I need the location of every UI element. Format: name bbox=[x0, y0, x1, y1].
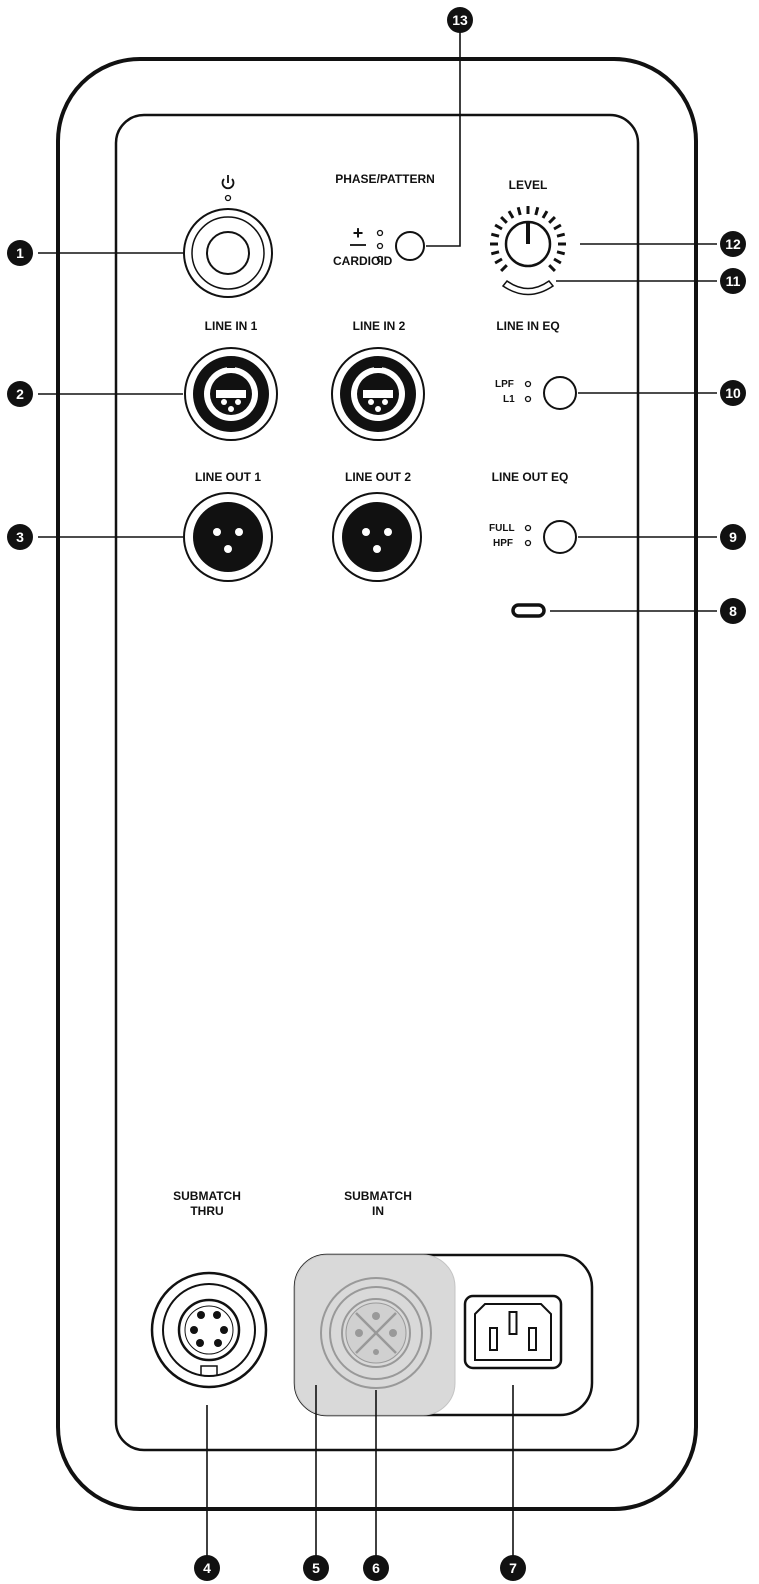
line-out-1-label: LINE OUT 1 bbox=[195, 470, 261, 484]
level-tick bbox=[556, 232, 566, 238]
line-in-1-label: LINE IN 1 bbox=[205, 319, 258, 333]
submatch-in-connector[interactable] bbox=[320, 1277, 432, 1389]
callout-badge-6: 6 bbox=[363, 1555, 389, 1581]
line-in-2-label: LINE IN 2 bbox=[353, 319, 406, 333]
callout-number: 8 bbox=[729, 603, 737, 619]
power-icon bbox=[221, 175, 235, 190]
level-tick bbox=[556, 250, 566, 256]
callout-badge-9: 9 bbox=[720, 524, 746, 550]
callout-badge-4: 4 bbox=[194, 1555, 220, 1581]
outer-housing bbox=[56, 57, 698, 1511]
submatch-thru-connector[interactable] bbox=[150, 1271, 268, 1389]
callout-badge-5: 5 bbox=[303, 1555, 329, 1581]
lpf-led bbox=[524, 380, 532, 388]
hpf-led bbox=[524, 539, 532, 547]
leader-lines bbox=[38, 32, 717, 1560]
line-in-1-combo-jack[interactable] bbox=[184, 347, 278, 441]
level-tick bbox=[553, 257, 562, 265]
level-tick bbox=[507, 210, 515, 219]
callout-number: 12 bbox=[725, 236, 741, 252]
callout-number: 11 bbox=[726, 273, 741, 289]
callout-badge-7: 7 bbox=[500, 1555, 526, 1581]
callout-badge-12: 12 bbox=[720, 231, 746, 257]
line-in-section: LINE IN 1 LINE IN 2 LINE IN EQ LPF L bbox=[184, 319, 577, 441]
level-tick bbox=[548, 216, 556, 224]
callout-badge-1: 1 bbox=[7, 240, 33, 266]
line-in-eq-label: LINE IN EQ bbox=[496, 319, 559, 333]
line-out-section: LINE OUT 1 LINE OUT 2 LINE OUT EQ FULL H… bbox=[183, 470, 577, 582]
submatch-section: SUBMATCH THRU SUBMATCH IN bbox=[150, 1189, 594, 1417]
full-led bbox=[524, 524, 532, 532]
level-tick bbox=[490, 232, 500, 238]
level-ticks bbox=[490, 206, 566, 272]
line-out-eq-button[interactable] bbox=[543, 520, 577, 554]
submatch-thru-label-line2: THRU bbox=[190, 1204, 223, 1218]
full-label: FULL bbox=[489, 523, 515, 534]
l1-led bbox=[524, 395, 532, 403]
callout-number: 3 bbox=[16, 529, 24, 545]
line-out-1-xlr-jack[interactable] bbox=[183, 492, 273, 582]
line-out-2-xlr-jack[interactable] bbox=[332, 492, 422, 582]
phase-pattern-section: PHASE/PATTERN + CARDIOID bbox=[333, 172, 435, 268]
phase-led-1 bbox=[376, 229, 384, 237]
level-tick bbox=[516, 206, 522, 216]
cardioid-label: CARDIOID bbox=[333, 254, 393, 268]
level-tick bbox=[500, 216, 508, 224]
l1-label: L1 bbox=[503, 394, 515, 405]
callout-badge-11: 11 bbox=[720, 268, 746, 294]
level-tick bbox=[548, 264, 556, 272]
callout-number: 1 bbox=[16, 245, 24, 261]
submatch-thru-label-line1: SUBMATCH bbox=[173, 1189, 241, 1203]
callout-number: 7 bbox=[509, 1560, 517, 1576]
level-tick bbox=[553, 223, 562, 231]
level-knob[interactable] bbox=[504, 220, 552, 268]
submatch-in-label-line2: IN bbox=[372, 1204, 384, 1218]
phase-pattern-label: PHASE/PATTERN bbox=[335, 172, 435, 186]
line-in-eq-button[interactable] bbox=[543, 376, 577, 410]
callout-number: 2 bbox=[16, 386, 24, 402]
level-tick bbox=[500, 264, 508, 272]
submatch-in-label-line1: SUBMATCH bbox=[344, 1189, 412, 1203]
inner-panel bbox=[114, 113, 640, 1452]
level-led-ring bbox=[501, 279, 555, 296]
callout-badges: 1 2 3 4 5 6 7 8 9 10 11 12 13 bbox=[7, 7, 746, 1581]
power-led bbox=[224, 194, 232, 202]
callout-number: 4 bbox=[203, 1560, 211, 1576]
level-tick bbox=[534, 206, 540, 216]
phase-led-2 bbox=[376, 242, 384, 250]
power-section bbox=[183, 175, 273, 298]
ac-power-inlet[interactable] bbox=[463, 1294, 563, 1370]
hpf-label: HPF bbox=[493, 538, 513, 549]
phase-plus-label: + bbox=[353, 223, 364, 243]
level-label: LEVEL bbox=[509, 178, 548, 192]
phase-led-3 bbox=[376, 255, 384, 263]
phase-pattern-button[interactable] bbox=[395, 231, 425, 261]
callout-badge-10: 10 bbox=[720, 380, 746, 406]
callout-number: 10 bbox=[725, 385, 741, 401]
callout-number: 6 bbox=[372, 1560, 380, 1576]
lpf-label: LPF bbox=[495, 379, 514, 390]
callout-badge-3: 3 bbox=[7, 524, 33, 550]
callout-badge-8: 8 bbox=[720, 598, 746, 624]
callout-number: 9 bbox=[729, 529, 737, 545]
usb-c-port[interactable] bbox=[511, 603, 546, 618]
level-tick bbox=[494, 223, 503, 231]
line-in-2-combo-jack[interactable] bbox=[331, 347, 425, 441]
level-tick bbox=[490, 250, 500, 256]
level-section: LEVEL bbox=[490, 178, 566, 296]
callout-number: 13 bbox=[452, 12, 468, 28]
callout-badge-13: 13 bbox=[447, 7, 473, 33]
level-tick bbox=[541, 210, 549, 219]
level-tick bbox=[494, 257, 503, 265]
power-button[interactable] bbox=[183, 208, 273, 298]
line-out-2-label: LINE OUT 2 bbox=[345, 470, 411, 484]
callout-number: 5 bbox=[312, 1560, 320, 1576]
callout-badge-2: 2 bbox=[7, 381, 33, 407]
line-out-eq-label: LINE OUT EQ bbox=[492, 470, 569, 484]
